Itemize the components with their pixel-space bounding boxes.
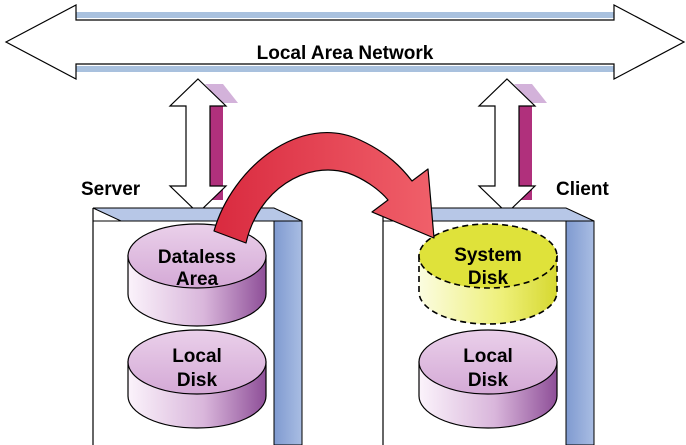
lan-arrow-body: [4, 4, 686, 80]
copy-curved-arrow: [213, 132, 435, 244]
client-arrow-shadow: [519, 88, 532, 200]
lan-label: Local Area Network: [257, 43, 434, 64]
dataless-area-disk: Dataless Area: [127, 223, 267, 327]
curved-arrow-shape: [213, 132, 435, 244]
system-disk: System Disk: [418, 223, 558, 325]
dataless-area-label-line2: Area: [176, 269, 219, 290]
client-arrow-shadow-head: [514, 84, 547, 103]
server-box-top: [92, 207, 303, 222]
server-local-disk-label-line2: Disk: [177, 370, 218, 391]
lan-shadow-top: [74, 12, 616, 18]
server-arrow-shadow-head: [205, 84, 238, 103]
server-local-disk: Local Disk: [127, 329, 267, 429]
client-link-arrow: [477, 78, 547, 214]
system-disk-label-line1: System: [454, 245, 522, 266]
server-link-arrow: [168, 78, 238, 214]
server-arrow-shadow: [210, 88, 223, 200]
client-box: [382, 207, 595, 445]
client-local-disk: Local Disk: [418, 329, 558, 429]
client-local-disk-label-line2: Disk: [468, 370, 509, 391]
lan-arrow: Local Area Network: [4, 4, 686, 80]
server-local-disk-label-line1: Local: [172, 346, 222, 367]
lan-shadow-bottom: [74, 66, 616, 72]
client-local-disk-label-line1: Local: [463, 346, 513, 367]
server-box-side: [273, 220, 303, 445]
dataless-area-label-line1: Dataless: [158, 247, 236, 268]
server-label: Server: [81, 179, 141, 200]
system-disk-label-line2: Disk: [468, 268, 509, 289]
client-label: Client: [556, 179, 609, 200]
client-box-side: [565, 220, 595, 445]
